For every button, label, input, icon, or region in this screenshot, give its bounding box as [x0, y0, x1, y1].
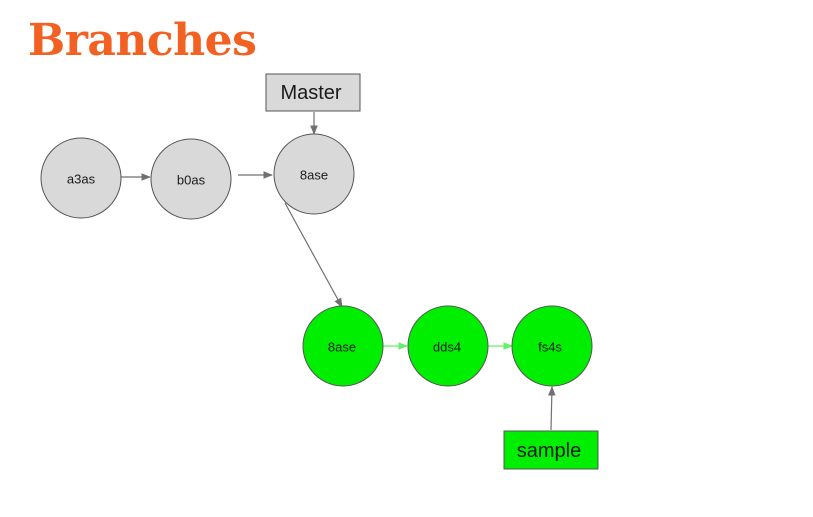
commit-fs4s-circle [511, 305, 593, 387]
commit-b0as-label: b0as [177, 173, 206, 188]
commit-b0as-circle [150, 138, 232, 220]
commit-fs4s-label: fs4s [538, 340, 562, 355]
edge-8ase-branch [284, 202, 343, 308]
commit-a3as-circle [40, 137, 122, 219]
master-label: Master [265, 73, 361, 112]
commit-8ase-main-circle [273, 133, 355, 215]
commit-8ase-main-label: 8ase [300, 168, 328, 183]
commit-8ase-branch-label: 8ase [328, 340, 356, 355]
commit-dds4-label: dds4 [433, 340, 461, 355]
commit-dds4: dds4 [407, 305, 489, 387]
slide-title: Branches [28, 15, 257, 66]
master-label-text: Master [280, 82, 341, 104]
commit-8ase-main: 8ase [273, 133, 355, 215]
commit-8ase-branch: 8ase [302, 305, 384, 387]
commit-a3as: a3as [40, 137, 122, 219]
commit-dds4-circle [407, 305, 489, 387]
sample-label: sample [503, 430, 599, 470]
commit-b0as: b0as [150, 138, 232, 220]
edge-sample-pointer [547, 386, 556, 431]
master-label-box [265, 73, 361, 112]
sample-label-box [503, 430, 599, 470]
commit-fs4s: fs4s [511, 305, 593, 387]
commit-a3as-label: a3as [67, 172, 96, 187]
commit-8ase-branch-circle [302, 305, 384, 387]
sample-label-text: sample [517, 440, 581, 462]
